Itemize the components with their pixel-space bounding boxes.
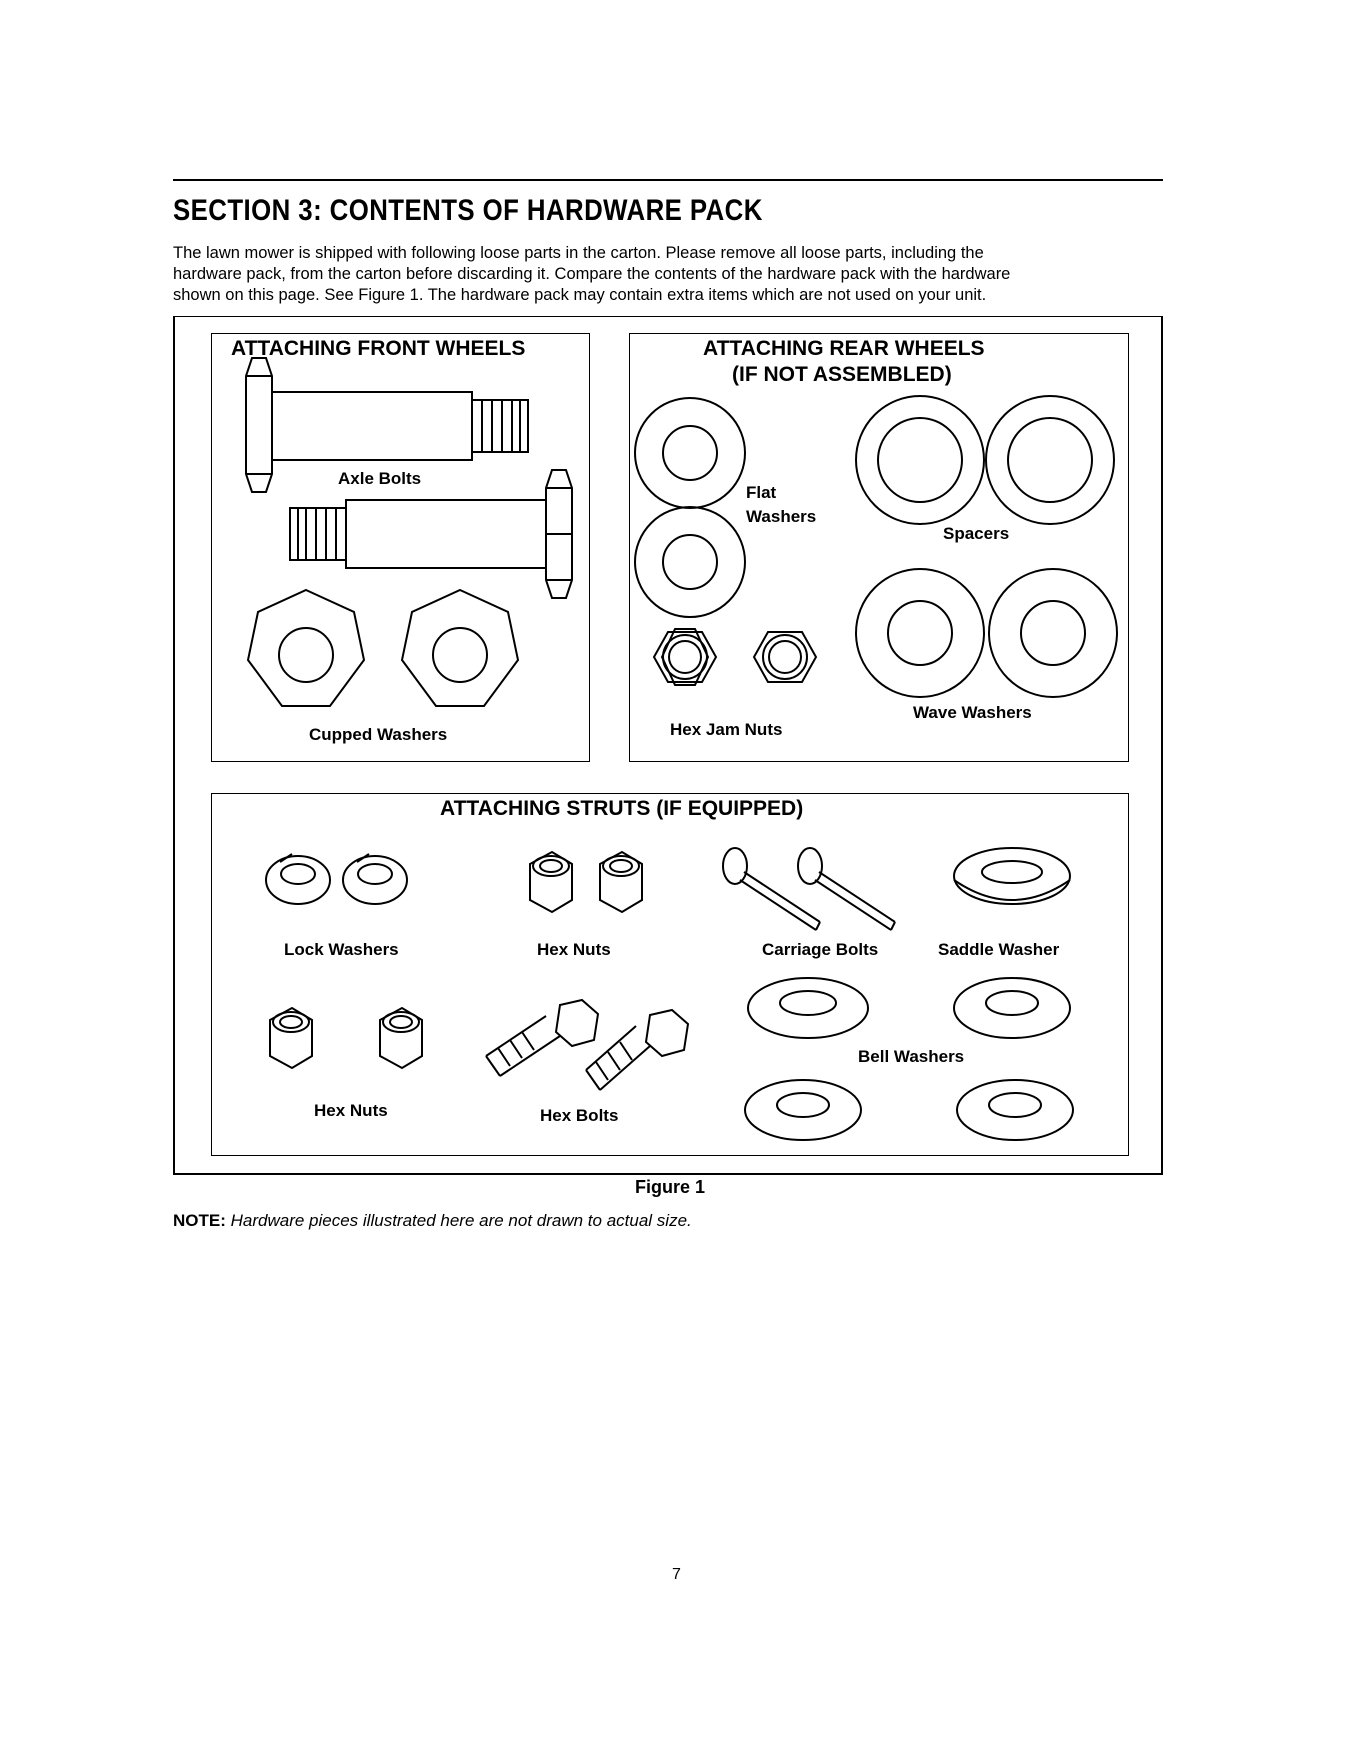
carriage-bolt-icon [797,847,896,931]
page-number: 7 [672,1566,681,1583]
saddle-washer-label: Saddle Washer [938,940,1060,959]
lock-washers-label: Lock Washers [284,940,399,959]
figure-frame [173,316,1163,1175]
panel-rear-wheels [629,333,1129,762]
rear-wheels-title: ATTACHING REAR WHEELS [703,337,985,360]
intro-line: The lawn mower is shipped with following… [173,244,984,262]
wave-washers-label: Wave Washers [913,703,1032,722]
hex-bolt-icon [585,1008,690,1091]
hex-bolt-icon [485,998,600,1077]
panel-struts [211,793,1129,1156]
bell-washers-label: Bell Washers [858,1047,965,1066]
spacer-icon [985,395,1115,525]
hex-nut-icon [529,850,573,914]
intro-line: shown on this page. See Figure 1. The ha… [173,286,987,304]
hex-jam-nut-icon [752,631,818,683]
cupped-washer-icon [400,588,520,707]
wave-washer-icon [988,568,1118,698]
axle-bolts-label: Axle Bolts [338,469,422,488]
panel-front-wheels [211,333,590,762]
hex-bolts-label: Hex Bolts [540,1106,619,1125]
note-text: Hardware pieces illustrated here are not… [230,1211,692,1230]
hex-nuts-label: Hex Nuts [314,1101,388,1120]
rear-wheels-subtitle: (IF NOT ASSEMBLED) [732,363,952,386]
figure-top-rule [173,316,1163,317]
carriage-bolts-label: Carriage Bolts [762,940,879,959]
flat-washers-label-line2: Washers [746,507,817,526]
intro-paragraph: The lawn mower is shipped with following… [173,243,1173,306]
hex-nut-icon [269,1006,313,1070]
note: NOTE: Hardware pieces illustrated here a… [173,1211,692,1231]
bell-washer-icon [956,1079,1074,1141]
hex-nut-icon [379,1006,423,1070]
struts-title: ATTACHING STRUTS (IF EQUIPPED) [440,797,804,820]
cupped-washer-icon [246,588,366,707]
hex-nuts-label: Hex Nuts [537,940,611,959]
flat-washer-icon [634,397,746,509]
lock-washer-icon [342,853,408,905]
flat-washer-icon [634,506,746,618]
bell-washer-icon [744,1079,862,1141]
bell-washer-icon [953,977,1071,1039]
front-wheels-title: ATTACHING FRONT WHEELS [231,337,526,360]
bell-washer-icon [747,977,869,1039]
lock-washer-icon [265,853,331,905]
saddle-washer-icon [953,847,1071,905]
carriage-bolt-icon [722,847,821,931]
figure-caption: Figure 1 [635,1177,706,1197]
hex-jam-nut-icon [652,628,718,686]
wave-washer-icon [855,568,985,698]
intro-line: hardware pack, from the carton before di… [173,265,1011,283]
hex-jam-nuts-label: Hex Jam Nuts [670,720,783,739]
cupped-washers-label: Cupped Washers [309,725,448,744]
hex-nut-icon [599,850,643,914]
note-label: NOTE: [173,1211,226,1230]
top-rule [173,179,1163,181]
spacers-label: Spacers [943,524,1010,543]
axle-bolt-icon [245,357,529,493]
axle-bolt-icon [289,469,573,599]
section-title: SECTION 3: CONTENTS OF HARDWARE PACK [173,194,763,227]
spacer-icon [855,395,985,525]
flat-washers-label-line1: Flat [746,483,777,502]
